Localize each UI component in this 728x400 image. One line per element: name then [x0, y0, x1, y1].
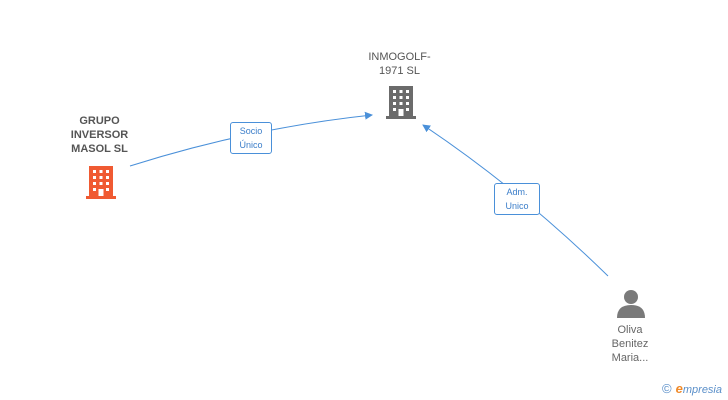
building-icon[interactable] [85, 164, 117, 200]
brand-logo: empresia [676, 381, 722, 396]
brand-letter-e: e [675, 381, 683, 396]
node-grupo-label[interactable]: GRUPO INVERSOR MASOL SL [70, 115, 129, 155]
edge-label-socio-unico: Socio Único [230, 122, 272, 154]
brand-footer: © empresia [662, 381, 722, 396]
node-inmogolf-label[interactable]: INMOGOLF- 1971 SL [368, 51, 431, 77]
building-icon[interactable] [386, 84, 416, 120]
node-oliva-label[interactable]: Oliva Benitez Maria... [611, 324, 649, 364]
brand-text: mpresia [682, 384, 722, 396]
copyright-icon: © [662, 381, 672, 396]
edge-label-adm-unico: Adm. Unico [494, 183, 540, 215]
person-icon[interactable] [616, 288, 646, 318]
